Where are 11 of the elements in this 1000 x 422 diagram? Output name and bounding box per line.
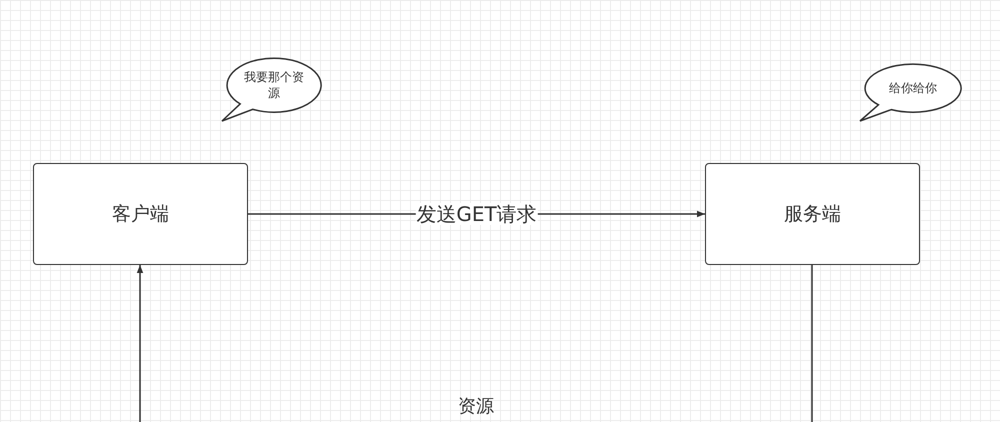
process-box xyxy=(33,163,248,265)
bubble-text: 给你给你 xyxy=(889,80,937,96)
edge-label: 发送GET请求 xyxy=(415,203,538,225)
edge-label: 资源 xyxy=(457,397,495,417)
speech-bubble xyxy=(220,56,322,122)
bubble-text: 我要那个资源 xyxy=(243,68,305,102)
box-label: 客户端 xyxy=(112,202,169,227)
process-box xyxy=(705,163,920,265)
box-label: 服务端 xyxy=(784,202,841,227)
speech-bubble xyxy=(858,62,962,122)
arrow xyxy=(136,265,813,422)
